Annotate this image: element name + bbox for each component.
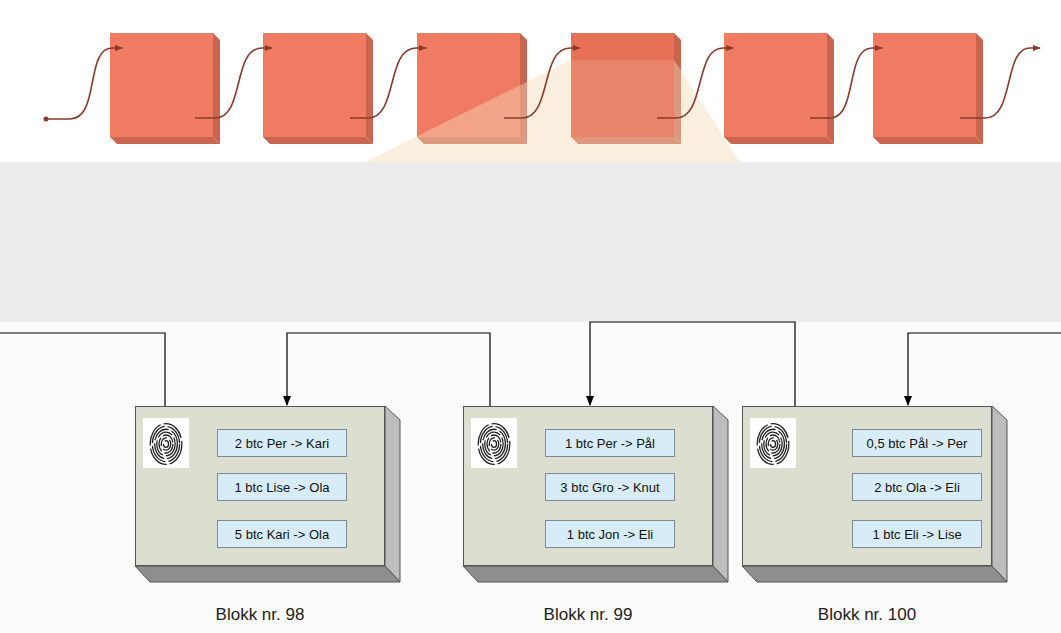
block-label: Blokk nr. 98 — [136, 605, 384, 625]
transaction-text: 5 btc Kari -> Ola — [235, 527, 329, 542]
transaction-box: 5 btc Kari -> Ola — [217, 520, 347, 548]
transaction-box: 1 btc Per -> Pål — [545, 429, 675, 457]
transaction-text: 3 btc Gro -> Knut — [560, 480, 659, 495]
transaction-text: 2 btc Per -> Kari — [235, 436, 329, 451]
block-label: Blokk nr. 100 — [743, 605, 991, 625]
block-box: Blokk nr. 982 btc Per -> Kari1 btc Lise … — [135, 406, 385, 566]
transaction-box: 1 btc Eli -> Lise — [852, 520, 982, 548]
block-box: Blokk nr. 991 btc Per -> Pål3 btc Gro ->… — [463, 406, 713, 566]
block-box: Blokk nr. 1000,5 btc Pål -> Per2 btc Ola… — [742, 406, 992, 566]
block-label: Blokk nr. 99 — [464, 605, 712, 625]
transaction-box: 1 btc Jon -> Eli — [545, 520, 675, 548]
transaction-text: 1 btc Eli -> Lise — [872, 527, 961, 542]
chain-link — [590, 322, 795, 406]
transaction-text: 1 btc Lise -> Ola — [234, 480, 329, 495]
top-band — [0, 0, 1061, 162]
transaction-box: 3 btc Gro -> Knut — [545, 473, 675, 501]
transaction-text: 1 btc Per -> Pål — [565, 436, 655, 451]
transaction-box: 0,5 btc Pål -> Per — [852, 429, 982, 457]
chain — [44, 33, 1041, 162]
transaction-text: 1 btc Jon -> Eli — [567, 527, 653, 542]
chain-link — [287, 333, 490, 406]
bottom-panel — [0, 322, 1061, 633]
transaction-text: 0,5 btc Pål -> Per — [867, 436, 968, 451]
transaction-box: 2 btc Ola -> Eli — [852, 473, 982, 501]
transaction-box: 1 btc Lise -> Ola — [217, 473, 347, 501]
transaction-box: 2 btc Per -> Kari — [217, 429, 347, 457]
transaction-text: 2 btc Ola -> Eli — [874, 480, 960, 495]
block-depth — [135, 406, 1007, 582]
chain-wire — [0, 333, 1061, 406]
